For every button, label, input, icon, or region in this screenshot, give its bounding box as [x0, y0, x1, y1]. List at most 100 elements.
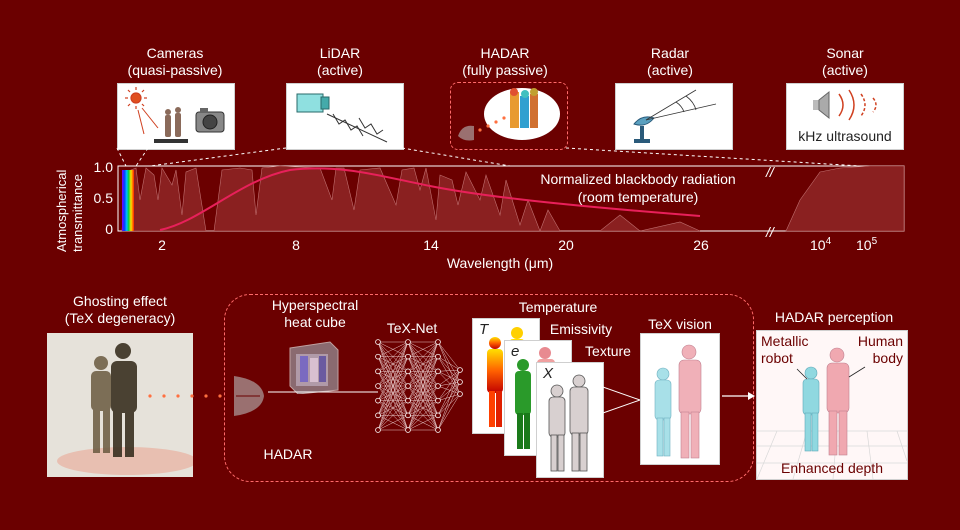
- hadar-sensor-icon: [458, 125, 474, 141]
- tex-vision-label: TeX vision: [648, 316, 712, 332]
- cameras-label: Cameras (quasi-passive): [110, 45, 240, 79]
- output-arrow: [722, 392, 755, 400]
- cameras-name: Cameras: [146, 45, 204, 61]
- axis-break-top: //: [765, 164, 776, 180]
- cameras-mode: (quasi-passive): [127, 62, 223, 78]
- network-node: [375, 427, 381, 433]
- tex-vision-image: [640, 333, 720, 465]
- emissivity-label: Emissivity: [549, 321, 613, 337]
- lidar-device-icon: [296, 93, 330, 113]
- network-edge: [407, 341, 439, 387]
- ytick-0: 0: [105, 221, 113, 237]
- transmittance-area: [121, 165, 701, 232]
- sonar-illustration: kHz ultrasound: [786, 83, 904, 150]
- texture-map: [548, 374, 589, 472]
- heat-cube-line2: heat cube: [284, 314, 346, 330]
- perception-image: Metallic robot Human body Enhanced depth: [756, 330, 908, 480]
- ghosting-line1: Ghosting effect: [73, 293, 167, 309]
- ylabel-line2: transmittance: [70, 174, 85, 252]
- xtick-1e5: 105: [856, 236, 878, 253]
- network-node: [435, 427, 441, 433]
- network-edge: [377, 341, 409, 401]
- metallic-robot-label: Metallic robot: [761, 333, 808, 367]
- xtick-1e4: 104: [810, 236, 832, 253]
- heat-cube-label: Hyperspectral heat cube: [250, 297, 380, 331]
- xtick-14: 14: [423, 237, 439, 253]
- radar-name: Radar: [650, 45, 690, 61]
- xtick-1e4-exp: 4: [826, 236, 832, 247]
- human-icon: [826, 347, 850, 456]
- enhanced-depth-label: Enhanced depth: [781, 460, 883, 476]
- ytick-05: 0.5: [94, 190, 114, 206]
- network-edge: [377, 341, 409, 431]
- xtick-1e4-base: 10: [810, 237, 826, 253]
- heat-cube-drawing: [289, 341, 339, 395]
- network-edge: [437, 381, 461, 416]
- human-line2: body: [872, 350, 903, 366]
- network-edge: [407, 356, 439, 431]
- network-edge: [407, 400, 439, 431]
- hadar-sensor: [232, 374, 268, 418]
- axis-break-bottom: //: [765, 224, 776, 240]
- sonar-mode: (active): [822, 62, 868, 78]
- network-edge: [437, 369, 461, 401]
- network-edge: [437, 341, 461, 371]
- xtick-8: 8: [292, 237, 300, 253]
- xtick-1e5-base: 10: [856, 237, 872, 253]
- hadar-sensor-icon: [234, 376, 264, 416]
- sonar-caption: kHz ultrasound: [798, 128, 892, 144]
- x-axis-label: Wavelength (μm): [447, 255, 553, 271]
- transmittance-area-far: [785, 165, 905, 232]
- spectrum-chart: // // 1.0 0.5 0 Atmospherical transmitta…: [54, 147, 905, 271]
- network-node: [405, 353, 411, 360]
- network-edge: [437, 381, 461, 401]
- radar-label: Radar (active): [610, 45, 730, 79]
- texnet-network: [268, 339, 463, 433]
- network-edge: [377, 385, 409, 431]
- sym-t: T: [479, 321, 489, 338]
- lidar-label: LiDAR (active): [280, 45, 400, 79]
- xtick-26: 26: [693, 237, 709, 253]
- cameras-drawing: [125, 87, 225, 143]
- network-node: [405, 383, 411, 389]
- ghost-person-small-icon: [91, 356, 111, 453]
- network-edge: [437, 393, 461, 401]
- sonar-drawing: [813, 89, 877, 121]
- hadar-pipeline-box: [224, 294, 754, 482]
- network-edge: [377, 341, 409, 387]
- network-edge: [377, 356, 409, 431]
- network-node: [405, 397, 411, 404]
- hadar-label: HADAR (fully passive): [445, 45, 565, 79]
- radar-mode: (active): [647, 62, 693, 78]
- hadar-highlight-box: [450, 82, 568, 150]
- ghosting-line2: (TeX degeneracy): [64, 310, 176, 326]
- texture-label: Texture: [585, 343, 631, 359]
- network-edge: [437, 381, 461, 431]
- ghosting-image: [47, 333, 197, 477]
- network-node: [457, 379, 463, 385]
- sonar-label: Sonar (active): [785, 45, 905, 79]
- network-edge: [407, 341, 439, 401]
- network-node: [435, 368, 441, 375]
- ytick-1: 1.0: [94, 159, 114, 175]
- network-edge: [437, 369, 461, 387]
- xtick-1e5-exp: 5: [872, 236, 878, 247]
- network-edge: [437, 369, 461, 431]
- ylabel-line1: Atmospherical: [54, 170, 69, 252]
- network-node: [375, 368, 381, 375]
- metallic-line1: Metallic: [761, 333, 809, 349]
- xtick-20: 20: [558, 237, 574, 253]
- sym-x: X: [543, 365, 554, 382]
- network-edge: [437, 369, 461, 416]
- speaker-icon: [813, 90, 830, 120]
- radar-drawing: [633, 89, 717, 143]
- lidar-drawing: [296, 93, 388, 143]
- network-node: [375, 353, 381, 360]
- lidar-mode: (active): [317, 62, 363, 78]
- hadar-pipeline-label: HADAR: [263, 446, 313, 462]
- y-ticks: 1.0 0.5 0: [94, 159, 114, 237]
- lidar-illustration: [286, 83, 404, 150]
- network-node: [405, 368, 411, 375]
- network-edge: [437, 385, 461, 395]
- network-edge: [377, 341, 409, 372]
